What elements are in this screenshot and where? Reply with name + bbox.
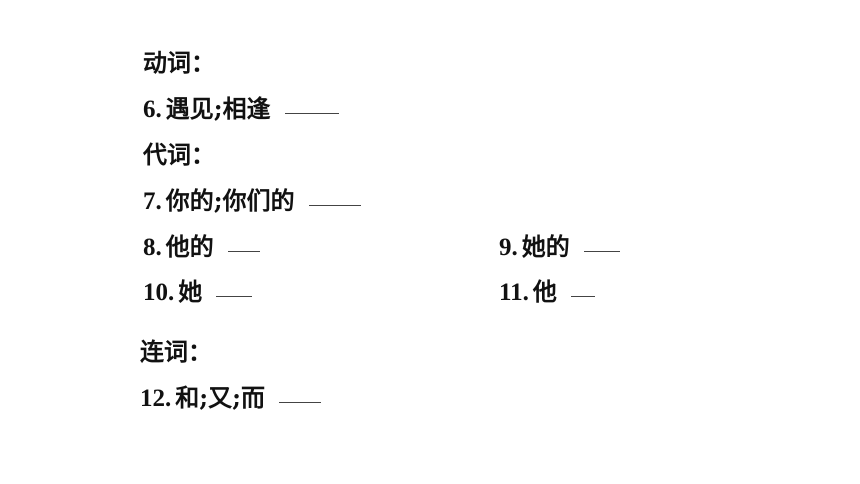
verb-heading: 动词：: [143, 48, 215, 78]
item-10-number: 10.: [143, 279, 175, 306]
item-10-text: 她: [178, 277, 203, 306]
item-7-answer-blank[interactable]: [308, 204, 361, 206]
pronoun-heading: 代词：: [143, 140, 215, 170]
verb-heading-text: 动词：: [143, 48, 215, 77]
item-8-text: 他的: [165, 232, 214, 261]
item-6: 6.遇见;相逢: [143, 94, 339, 125]
item-12-number: 12.: [140, 385, 172, 412]
item-12-answer-blank[interactable]: [278, 401, 321, 403]
conjunction-heading: 连词：: [140, 337, 212, 367]
item-12: 12.和;又;而: [140, 383, 321, 414]
item-10: 10.她: [143, 277, 253, 308]
item-9-text: 她的: [521, 232, 570, 261]
item-9-answer-blank[interactable]: [583, 250, 620, 252]
item-7: 7.你的;你们的: [143, 186, 361, 217]
item-8: 8.他的: [143, 232, 260, 263]
item-11-answer-blank[interactable]: [570, 295, 595, 297]
item-9-number: 9.: [499, 234, 518, 261]
item-11: 11.他: [499, 277, 595, 308]
item-6-text: 遇见;相逢: [165, 94, 271, 123]
item-6-number: 6.: [143, 96, 162, 123]
item-12-text: 和;又;而: [175, 383, 265, 412]
item-9: 9.她的: [499, 232, 620, 263]
item-7-text: 你的;你们的: [165, 186, 295, 215]
item-10-answer-blank[interactable]: [216, 295, 253, 297]
item-8-number: 8.: [143, 234, 162, 261]
item-11-text: 他: [532, 277, 557, 306]
pronoun-heading-text: 代词：: [143, 140, 215, 169]
item-6-answer-blank[interactable]: [284, 112, 339, 114]
item-11-number: 11.: [499, 279, 529, 306]
conjunction-heading-text: 连词：: [140, 337, 212, 366]
item-8-answer-blank[interactable]: [227, 250, 260, 252]
item-7-number: 7.: [143, 188, 162, 215]
